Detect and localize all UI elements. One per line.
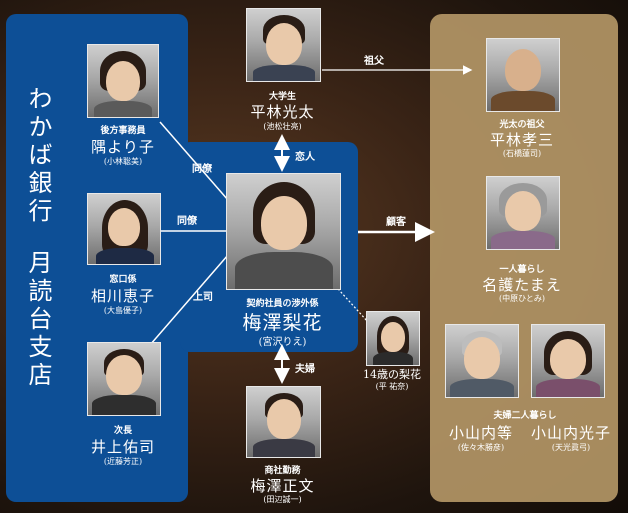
photo-inoue <box>87 342 161 416</box>
name-kota: 平林光太 <box>250 103 315 121</box>
boss-line <box>149 254 229 346</box>
name-koyamauchi-husband: 小山内等 <box>448 424 513 442</box>
actor-inoue: (近藤芳正) <box>103 457 143 466</box>
role-gotou: 後方事務員 <box>100 126 146 136</box>
role-inoue: 次長 <box>113 426 132 436</box>
name-rika: 梅澤梨花 <box>242 312 323 334</box>
name-gotou: 隅より子 <box>91 138 155 156</box>
name-kozo: 平林孝三 <box>489 131 554 149</box>
actor-masafumi: (田辺誠一) <box>263 495 302 504</box>
actor-kozo: (石橋蓮司) <box>502 149 542 158</box>
photo-kota <box>246 8 321 82</box>
actor-aikawa: (大島優子) <box>103 306 143 315</box>
name-tamae: 名護たまえ <box>482 276 562 294</box>
actor-rika: (宮沢りえ) <box>258 337 307 348</box>
lover-label: 恋人 <box>295 152 315 163</box>
photo-young-rika <box>366 311 420 366</box>
actor-koyamauchi-wife: (天光眞弓) <box>551 443 591 452</box>
role-koyamauchi: 夫婦二人暮らし <box>493 411 557 421</box>
actor-tamae: (中原ひとみ) <box>498 294 545 303</box>
colleague-line-1 <box>159 121 229 201</box>
role-tamae: 一人暮らし <box>499 265 545 275</box>
photo-koyamauchi-husband <box>445 324 519 398</box>
husband-label: 夫婦 <box>295 364 315 375</box>
role-masafumi: 商社勤務 <box>264 466 301 476</box>
actor-young-rika: (平 祐奈) <box>375 382 409 391</box>
photo-rika <box>226 173 341 290</box>
photo-aikawa <box>87 193 161 265</box>
actor-koyamauchi-husband: (佐々木勝彦) <box>457 443 505 452</box>
name-inoue: 井上佑司 <box>90 438 155 456</box>
role-aikawa: 窓口係 <box>109 275 137 285</box>
role-kota: 大学生 <box>268 92 296 102</box>
bank-name: わかば銀行 <box>24 86 52 226</box>
colleague-label-1: 同僚 <box>192 164 212 175</box>
colleague-label-2: 同僚 <box>177 216 197 227</box>
photo-masafumi <box>246 386 321 458</box>
name-aikawa: 相川恵子 <box>90 287 155 305</box>
photo-kozo <box>486 38 560 112</box>
customer-label: 顧客 <box>386 217 406 228</box>
role-kozo: 光太の祖父 <box>499 120 545 130</box>
name-masafumi: 梅澤正文 <box>250 477 315 495</box>
photo-tamae <box>486 176 560 250</box>
grandfather-label: 祖父 <box>364 56 384 67</box>
role-rika: 契約社員の渉外係 <box>246 299 319 309</box>
branch-name: 月読台支店 <box>24 250 52 390</box>
boss-label: 上司 <box>193 292 213 303</box>
actor-gotou: (小林聡美) <box>103 157 143 166</box>
actor-kota: (池松壮亮) <box>263 122 302 131</box>
photo-gotou <box>87 44 159 118</box>
photo-koyamauchi-wife <box>531 324 605 398</box>
name-young-rika: 14歳の梨花 <box>363 368 421 381</box>
name-koyamauchi-wife: 小山内光子 <box>530 424 611 442</box>
